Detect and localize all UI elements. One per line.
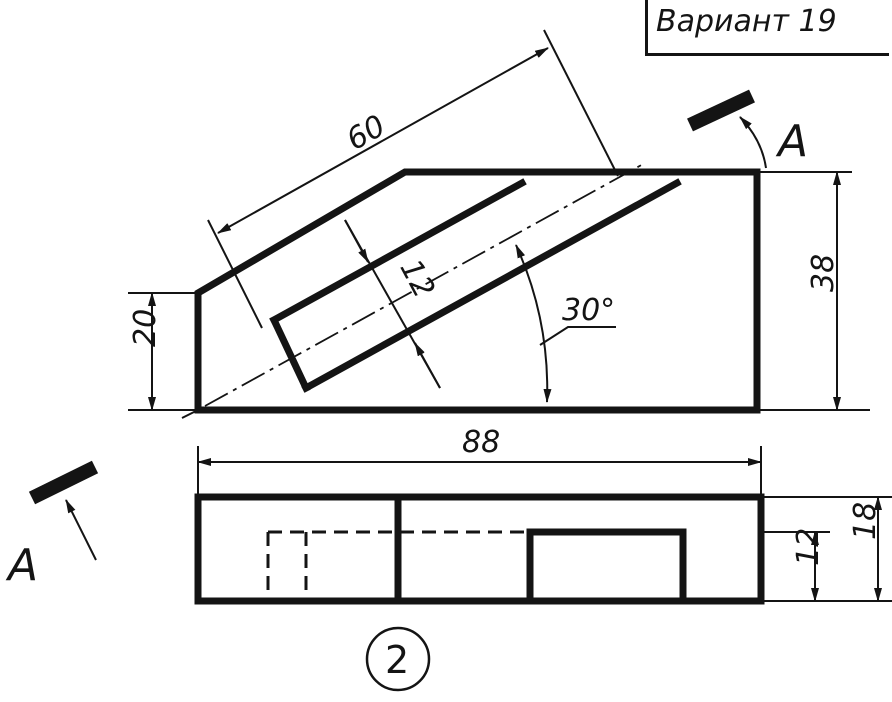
section-marker-bottom-left: A (5, 460, 99, 591)
top-outline (194, 493, 765, 605)
dimension-18: 18 (761, 496, 892, 602)
slot-window (526, 528, 687, 605)
slot-bottom-edge (269, 315, 311, 393)
angle-leader (539, 326, 616, 346)
dimension-12-plan: 12 (761, 528, 892, 602)
front-view (181, 162, 761, 419)
dimension-20: 20 (128, 292, 198, 411)
corner-extension (181, 409, 199, 419)
top-view (194, 493, 765, 605)
dim-text-20: 20 (128, 309, 163, 347)
dim-text-12-plan: 12 (791, 528, 826, 566)
dimension-angle: 30° (515, 244, 616, 403)
dim-text-88: 88 (462, 425, 500, 460)
section-cut-bar-bottom (28, 460, 99, 505)
slot-lower-edge (301, 178, 682, 393)
angle-arc (515, 244, 552, 403)
dimension-12-slot: 12 (344, 219, 442, 389)
variant-title: Вариант 19 (656, 4, 837, 39)
section-cut-bar-top (687, 89, 755, 132)
dimension-38: 38 (757, 171, 870, 411)
section-arrow-top (739, 116, 767, 169)
section-label-bottom: A (5, 540, 38, 591)
ext-line-60-left (207, 219, 263, 329)
title-frame (645, 0, 889, 56)
dimension-88: 88 (197, 425, 762, 496)
dim-line-60 (217, 47, 549, 234)
dim-text-angle: 30° (562, 293, 615, 328)
view-number-text: 2 (385, 638, 409, 682)
dim-text-12-slot: 12 (393, 254, 442, 304)
section-label-top: A (775, 116, 808, 167)
view-number-circle: 2 (365, 626, 431, 692)
dim-text-38: 38 (806, 254, 841, 292)
front-outline (194, 168, 761, 414)
section-arrow-bottom (65, 499, 97, 561)
view-number-ring (365, 626, 431, 692)
ext-line-60-right (543, 29, 619, 177)
section-marker-top-right: A (687, 89, 808, 169)
dim-arrow-12-top (344, 219, 369, 263)
dim-text-18: 18 (848, 502, 883, 540)
dim-text-60: 60 (341, 108, 392, 157)
dim-arrow-12-bottom (414, 342, 441, 389)
